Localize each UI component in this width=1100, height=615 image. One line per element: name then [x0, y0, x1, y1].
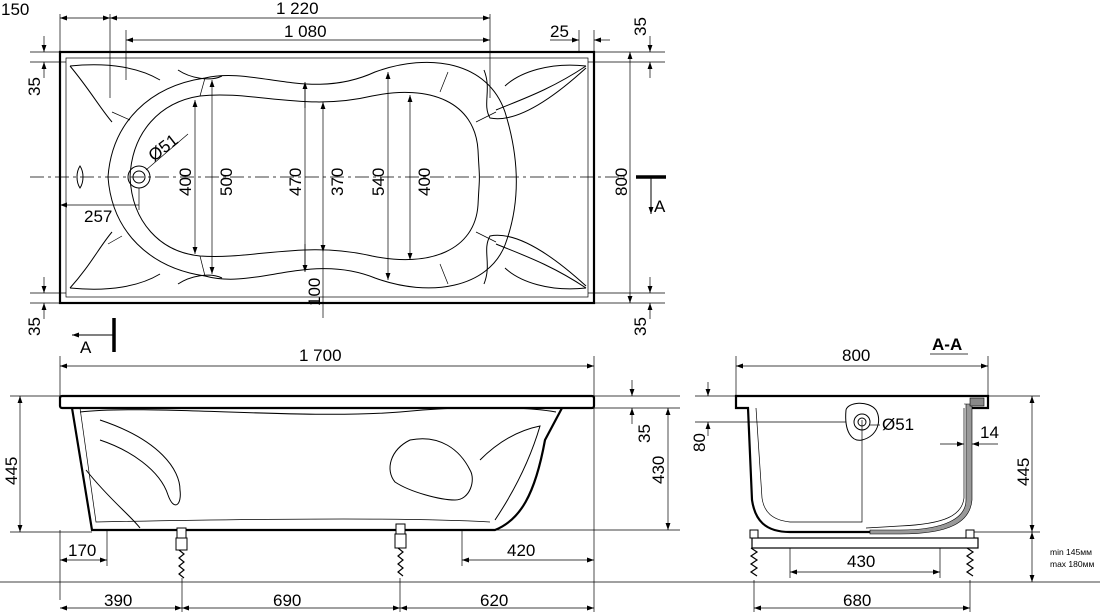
- section-wall-hatch: [869, 403, 973, 535]
- dim-430-front: 430: [649, 456, 668, 484]
- dim-35-front: 35: [635, 424, 654, 443]
- dim-100: 100: [305, 278, 324, 306]
- dim-680: 680: [843, 591, 871, 610]
- top-outer-rim: [58, 50, 596, 305]
- front-view: 1 700 445 35 430 170 420 390 690 620: [0, 346, 1100, 612]
- dim-1220: 1 220: [276, 0, 319, 18]
- section-drain-outer: [853, 413, 871, 431]
- dim-370: 370: [328, 168, 347, 196]
- dim-14: 14: [980, 423, 999, 442]
- dim-1700: 1 700: [299, 346, 342, 365]
- front-left-curve: [99, 419, 181, 506]
- side-curves: [177, 69, 223, 285]
- section-drain-inner: [857, 417, 867, 427]
- dim-400-left: 400: [176, 168, 195, 196]
- section-leg-left: [749, 529, 759, 577]
- dim-540: 540: [369, 168, 388, 196]
- section-title: А-А: [932, 335, 962, 354]
- dim-150: 150: [1, 0, 29, 19]
- front-right-curve-2: [479, 425, 541, 521]
- basin-outer-outline: [107, 61, 517, 289]
- dim-690: 690: [273, 591, 301, 610]
- dim-35-bottom-right: 35: [631, 317, 650, 336]
- dim-80: 80: [690, 433, 709, 452]
- dim-35-top-right: 35: [631, 17, 650, 36]
- front-inner-line: [79, 407, 491, 523]
- dim-257: 257: [84, 207, 112, 226]
- dim-51-top: Ø51: [145, 130, 182, 165]
- basin-inner-outline: [129, 91, 480, 261]
- section-inner: [755, 407, 965, 529]
- dim-170: 170: [68, 541, 96, 560]
- headrest-curves: [483, 67, 587, 287]
- dim-35-bottom-left: 35: [25, 317, 44, 336]
- front-top-curve: [79, 407, 557, 415]
- dim-800-top: 800: [612, 168, 631, 196]
- corner-curves-right: [495, 64, 587, 290]
- dim-445-section: 445: [1014, 458, 1033, 486]
- front-rim: [58, 394, 596, 410]
- dim-51-section: Ø51: [882, 415, 914, 434]
- top-inner-rim: [65, 57, 589, 298]
- overflow-slot: [76, 165, 84, 189]
- dim-420: 420: [507, 541, 535, 560]
- section-label-right: A: [654, 197, 666, 216]
- top-view: 150 1 220 1 080 25 35 35 35 35 800 A: [1, 0, 666, 357]
- note-max-height: max 180мм: [1050, 559, 1094, 569]
- section-view: А-А 800 Ø51 80 14 445 min 145мм: [690, 335, 1094, 612]
- dim-390: 390: [104, 591, 132, 610]
- corner-curves-left: [69, 64, 161, 290]
- front-body: [70, 407, 563, 532]
- dim-430-section: 430: [847, 552, 875, 571]
- dim-445-front: 445: [2, 457, 21, 485]
- dim-1080: 1 080: [284, 22, 327, 41]
- section-support-frame: [751, 537, 979, 549]
- dim-620: 620: [480, 591, 508, 610]
- section-rim-hatch: [969, 397, 985, 407]
- front-leg-left: [175, 527, 188, 579]
- section-drain-body: [845, 402, 880, 441]
- section-leg-right: [965, 529, 975, 577]
- dim-800-section: 800: [842, 346, 870, 365]
- front-left-curve-2: [85, 469, 141, 529]
- dim-400-right: 400: [415, 168, 434, 196]
- front-right-curve: [389, 438, 473, 501]
- dim-470: 470: [286, 168, 305, 196]
- note-min-height: min 145мм: [1050, 547, 1092, 557]
- section-label-left: A: [80, 338, 92, 357]
- dim-25: 25: [550, 22, 569, 41]
- front-leg-right: [394, 523, 407, 577]
- dim-500: 500: [217, 168, 236, 196]
- dim-35-top-left: 35: [25, 77, 44, 96]
